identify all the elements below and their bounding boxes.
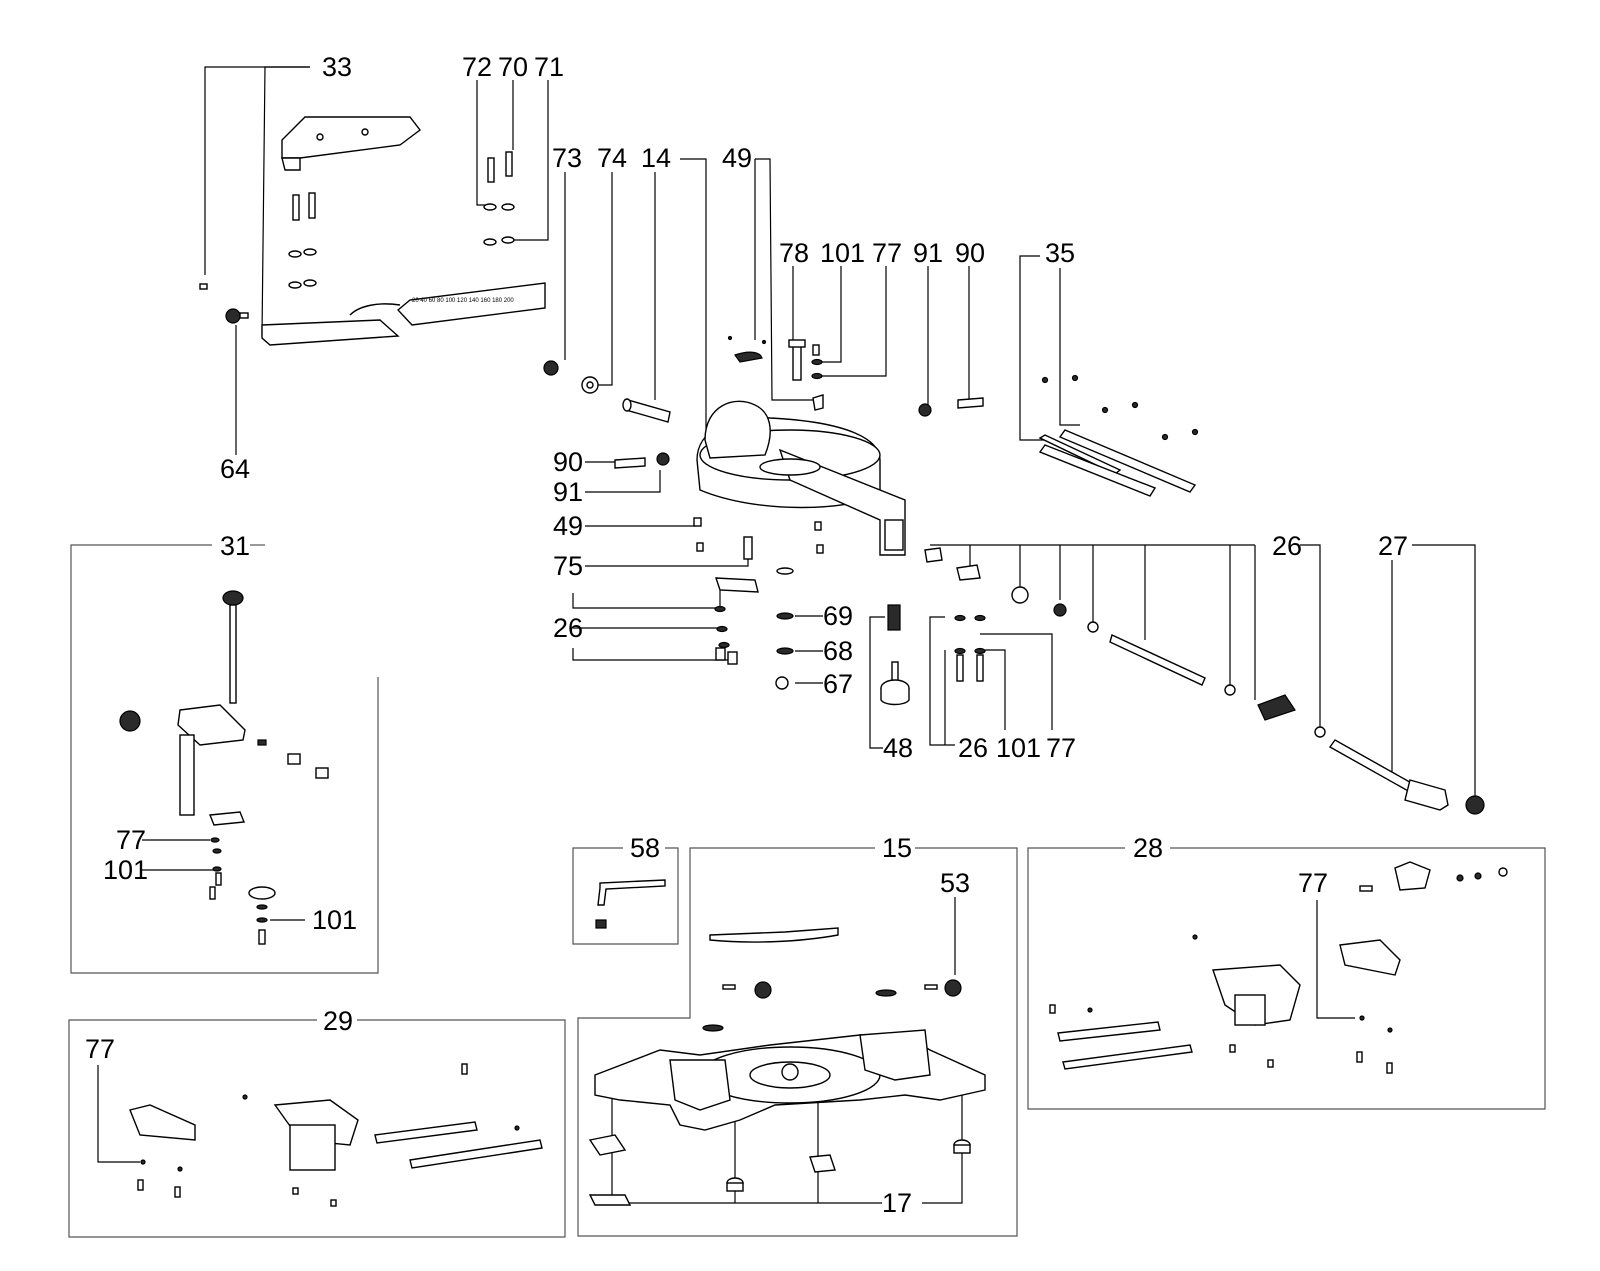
callout-69: 69 [823,601,853,631]
clip-49 [727,335,824,411]
group-box-15 [577,847,1018,1237]
callout-77-top: 77 [872,238,902,268]
lever-27 [1328,739,1485,815]
plate-and-washers-26 [714,567,794,690]
small-screws-center [693,517,824,560]
callout-35: 35 [1045,238,1075,268]
callout-15: 15 [882,833,912,863]
callout-28: 28 [1133,833,1163,863]
callout-77-group31: 77 [116,825,146,855]
callout-29: 29 [323,1006,353,1036]
fence-scale-rail: 20 40 60 80 100 120 140 160 180 200 [261,282,546,346]
allen-key-icon [595,879,666,929]
parts-73-74 [543,360,599,394]
callout-26-right: 26 [1272,531,1302,561]
group-box-31 [70,544,379,974]
leader-lines [97,66,1476,1204]
callout-27: 27 [1378,531,1408,561]
callout-75: 75 [553,551,583,581]
callout-101-group31a: 101 [103,855,148,885]
callout-91-top: 91 [913,238,943,268]
callout-49-top: 49 [722,143,752,173]
callout-70: 70 [498,52,528,82]
spring-and-foot-48 [880,604,910,706]
callout-26-left: 26 [553,613,583,643]
callout-31: 31 [220,531,250,561]
callout-53: 53 [940,868,970,898]
group-box-29 [68,1019,566,1238]
group-28-parts [1049,861,1508,1074]
callout-72: 72 [462,52,492,82]
callout-17: 17 [882,1188,912,1218]
parts-90-91-left [614,452,670,469]
callout-68: 68 [823,636,853,666]
rails-35 [1038,374,1199,497]
callout-101-group31b: 101 [312,905,357,935]
callout-77-lower: 77 [1046,733,1076,763]
callout-78: 78 [779,238,809,268]
callout-77-group29: 77 [85,1034,115,1064]
callout-71: 71 [534,52,564,82]
callout-101-top: 101 [820,238,865,268]
group-box-28 [1027,847,1546,1110]
screws-70-72 [483,151,515,246]
callout-90-top: 90 [955,238,985,268]
callout-labels: 33 72 70 71 73 74 14 49 78 101 77 91 90 … [85,52,1408,1218]
callout-49-left: 49 [553,511,583,541]
callout-33: 33 [322,52,352,82]
group-29-parts [129,1063,543,1207]
group-31-parts [119,590,329,945]
pin-14 [622,398,671,423]
callout-74: 74 [597,143,627,173]
turntable-assembly-14 [696,400,906,556]
callout-64: 64 [220,454,250,484]
knob-64 [225,308,249,324]
callout-48: 48 [883,733,913,763]
fence-screws-33 [199,192,317,290]
screws-26-lower-right [954,614,986,682]
callout-58: 58 [630,833,660,863]
callout-73: 73 [552,143,582,173]
group-box-58 [572,847,679,945]
callout-101-lower: 101 [996,733,1041,763]
parts-90-91-top [918,397,984,417]
callout-14: 14 [641,143,671,173]
callout-90-left: 90 [553,447,583,477]
bolts-78-101-77 [788,339,823,381]
callout-77-group28: 77 [1298,868,1328,898]
callout-91-left: 91 [553,477,583,507]
base-assembly-15 [588,927,986,1206]
callout-26-lower: 26 [958,733,988,763]
callout-67: 67 [823,669,853,699]
scale-markings: 20 40 60 80 100 120 140 160 180 200 [412,298,514,304]
lock-parts-26 [924,547,1326,738]
rear-fence-extension [281,116,421,171]
